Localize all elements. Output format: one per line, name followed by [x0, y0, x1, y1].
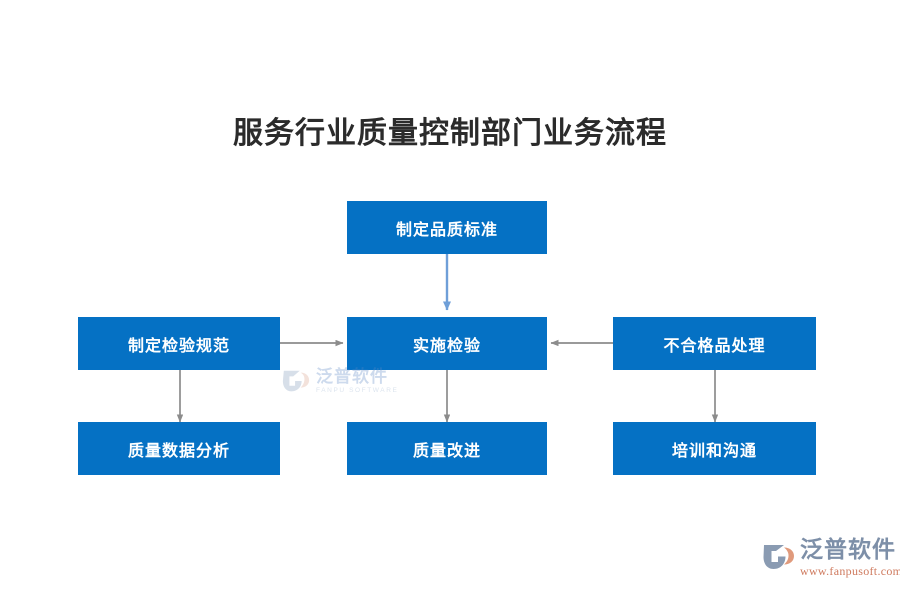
node-improve[interactable]: 质量改进: [347, 422, 547, 475]
page-title: 服务行业质量控制部门业务流程: [233, 117, 667, 150]
node-spec[interactable]: 制定检验规范: [78, 317, 280, 370]
brand-logo-text: 泛普软件 www.fanpusoft.com: [800, 536, 900, 578]
brand-logo: 泛普软件 www.fanpusoft.com: [762, 538, 900, 592]
node-training[interactable]: 培训和沟通: [613, 422, 816, 475]
node-standard[interactable]: 制定品质标准: [347, 201, 547, 254]
fanpu-logo-icon: [763, 545, 794, 569]
watermark-name-en: FANPU SOFTWARE: [316, 386, 399, 394]
brand-name-cn: 泛普软件: [800, 536, 896, 562]
node-inspect[interactable]: 实施检验: [347, 317, 547, 370]
fanpu-watermark-icon: [282, 370, 310, 392]
node-analysis[interactable]: 质量数据分析: [78, 422, 280, 475]
brand-url: www.fanpusoft.com: [800, 564, 900, 578]
node-nonconform[interactable]: 不合格品处理: [613, 317, 816, 370]
watermark-name-cn: 泛普软件: [316, 366, 388, 386]
watermark-text: 泛普软件 FANPU SOFTWARE: [316, 368, 398, 395]
